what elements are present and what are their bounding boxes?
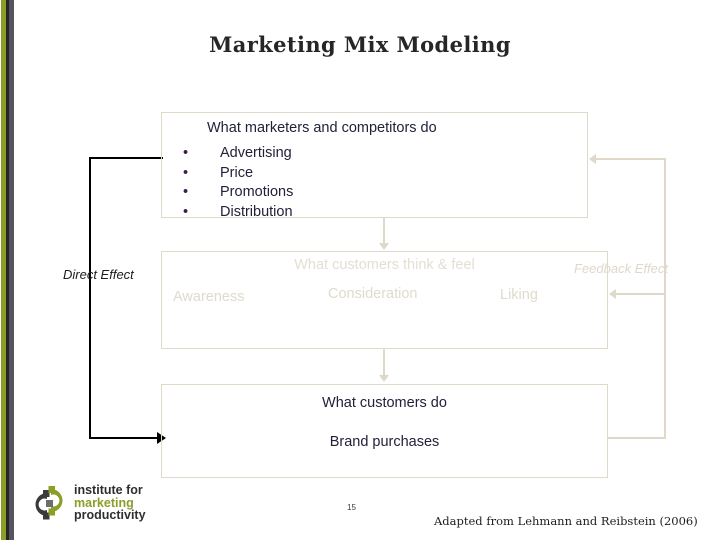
- bullet-label: Distribution: [220, 203, 293, 220]
- bullet-label: Promotions: [220, 184, 294, 200]
- logo-wordmark: institute for marketing productivity: [74, 484, 146, 522]
- box-middle-heading: What customers think & feel: [294, 257, 475, 273]
- bullet-label: Advertising: [220, 145, 292, 161]
- logo-mark-icon: [35, 486, 63, 520]
- connector-top-to-middle: [383, 218, 385, 244]
- stage-awareness: Awareness: [173, 289, 245, 305]
- page-title: Marketing Mix Modeling: [209, 32, 511, 57]
- list-item: • Price: [178, 164, 293, 184]
- list-item: • Promotions: [178, 183, 293, 203]
- institute-logo: institute for marketing productivity: [26, 482, 176, 532]
- label-feedback-effect: Feedback Effect: [574, 261, 668, 276]
- direct-effect-line-top: [89, 157, 163, 159]
- bullet-icon: •: [183, 145, 189, 161]
- source-credit: Adapted from Lehmann and Reibstein (2006…: [434, 514, 698, 528]
- list-item: • Distribution: [178, 203, 293, 223]
- page-number: 15: [347, 503, 356, 512]
- marketing-mix-bullet-list: • Advertising • Price • Promotions • Dis…: [178, 144, 293, 222]
- stage-liking: Liking: [500, 287, 538, 303]
- bullet-icon: •: [183, 164, 189, 181]
- bullet-icon: •: [183, 203, 189, 220]
- stage-consideration: Consideration: [328, 286, 418, 302]
- logo-line-2: marketing: [74, 495, 134, 510]
- logo-line-1: institute for: [74, 483, 143, 497]
- bullet-icon: •: [183, 184, 189, 200]
- box-bottom-subline: Brand purchases: [329, 434, 440, 450]
- feedback-line-to-middle-box: [616, 293, 666, 295]
- stripe-olive: [1, 0, 6, 540]
- arrowhead-feedback-middle: [609, 289, 616, 299]
- box-what-customers-do: What customers do Brand purchases: [161, 384, 608, 478]
- box-what-customers-think: What customers think & feel Awareness Co…: [161, 251, 608, 349]
- feedback-line-bottom: [608, 437, 666, 439]
- feedback-line-vertical: [664, 158, 666, 439]
- arrowhead-feedback-top: [589, 154, 596, 164]
- direct-effect-line-vertical: [89, 157, 91, 439]
- box-bottom-heading: What customers do: [322, 395, 447, 411]
- bullet-label: Price: [220, 164, 254, 181]
- logo-line-3: productivity: [74, 508, 146, 522]
- connector-middle-to-bottom: [383, 349, 385, 376]
- feedback-line-to-top-box: [596, 158, 666, 160]
- list-item: • Advertising: [178, 144, 293, 164]
- arrowhead-top-to-middle: [379, 243, 389, 250]
- box-what-marketers-do: What marketers and competitors do • Adve…: [161, 112, 588, 220]
- direct-effect-line-bottom: [89, 437, 158, 439]
- stripe-dark: [6, 0, 9, 540]
- arrowhead-middle-to-bottom: [379, 375, 389, 382]
- label-direct-effect: Direct Effect: [63, 267, 134, 282]
- box-top-heading: What marketers and competitors do: [207, 120, 437, 136]
- stripe-slate: [9, 0, 14, 540]
